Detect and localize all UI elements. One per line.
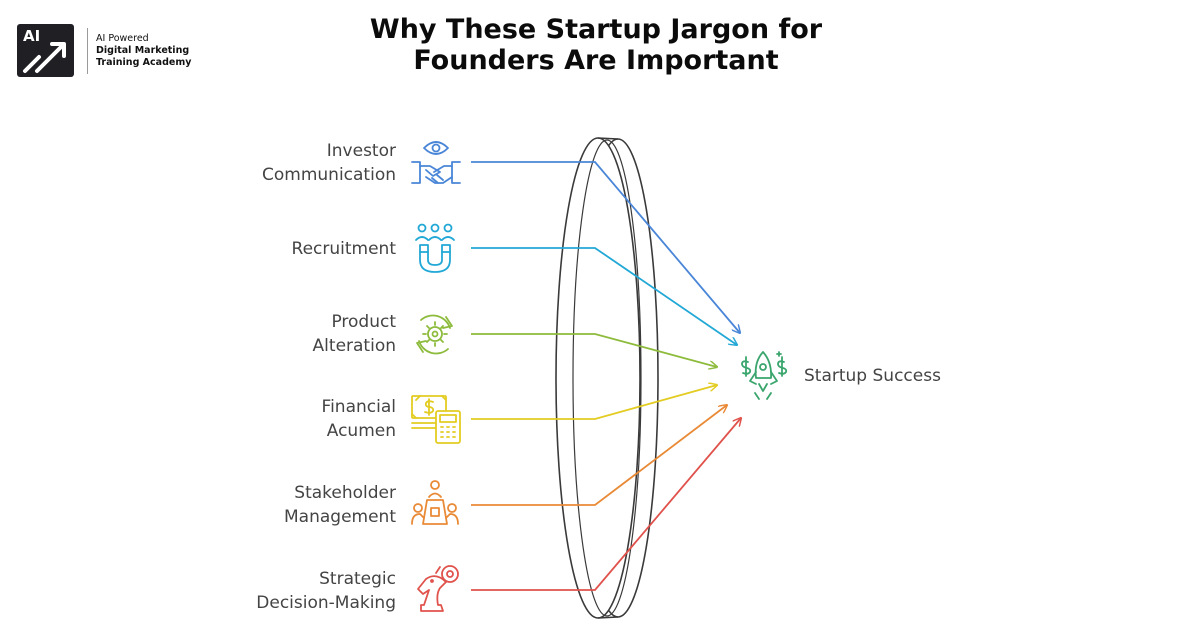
- title-line-2: Founders Are Important: [413, 45, 779, 76]
- lens-front-rim: [555, 137, 641, 619]
- label-line-1: Product: [331, 312, 396, 332]
- connector-financial-acumen: [471, 385, 717, 420]
- logo-line-3: Training Academy: [96, 56, 192, 68]
- lens-edge: [597, 137, 619, 619]
- connector-product-alteration: [471, 333, 717, 367]
- label-line-2: Communication: [262, 165, 396, 185]
- logo-mark-text: AI: [23, 27, 41, 45]
- connector-recruitment: [471, 247, 737, 345]
- label-line-2: Alteration: [312, 336, 396, 356]
- connectors: [471, 161, 741, 591]
- logo-mark: AI: [17, 24, 74, 77]
- handshake-eye-icon: [411, 141, 461, 184]
- magnet-people-icon: [415, 223, 455, 273]
- label-line-2: Management: [284, 507, 396, 527]
- brand-logo: AI AI Powered Digital Marketing Training…: [17, 24, 191, 77]
- page-title: Why These Startup Jargon for Founders Ar…: [300, 14, 892, 76]
- label-line-1: Strategic: [319, 569, 396, 589]
- rocket-icon: [741, 351, 788, 400]
- target-label: Startup Success: [804, 366, 941, 386]
- label-line-1: Stakeholder: [294, 483, 396, 503]
- label-investor-communication: Investor Communication: [262, 139, 396, 187]
- label-line-1: Investor: [326, 141, 396, 161]
- label-product-alteration: Product Alteration: [313, 310, 396, 358]
- logo-line-1: AI Powered: [96, 32, 149, 44]
- label-line-2: Decision-Making: [256, 593, 396, 613]
- meeting-people-icon: [411, 480, 459, 525]
- arrow-up-icon: [23, 42, 66, 73]
- label-line-1: Financial: [321, 397, 396, 417]
- label-stakeholder-management: Stakeholder Management: [284, 481, 396, 529]
- connector-stakeholder-management: [471, 405, 727, 506]
- lens: [555, 137, 659, 619]
- connector-investor-communication: [471, 161, 740, 333]
- label-financial-acumen: Financial Acumen: [322, 395, 396, 443]
- label-line-2: Acumen: [326, 421, 396, 441]
- connector-strategic-decision-making: [471, 418, 741, 591]
- label-line-1: Recruitment: [291, 239, 396, 259]
- lens-inner-rim: [572, 139, 642, 617]
- gear-cycle-icon: [416, 314, 453, 355]
- logo-divider: [87, 27, 88, 74]
- logo-text: AI Powered Digital Marketing Training Ac…: [96, 33, 191, 69]
- label-recruitment: Recruitment: [292, 237, 396, 261]
- chess-knight-icon: [417, 565, 459, 612]
- logo-line-2: Digital Marketing: [96, 44, 190, 56]
- title-line-1: Why These Startup Jargon for: [369, 14, 823, 45]
- money-calculator-icon: [411, 395, 461, 444]
- label-strategic-decision-making: Strategic Decision-Making: [256, 567, 396, 615]
